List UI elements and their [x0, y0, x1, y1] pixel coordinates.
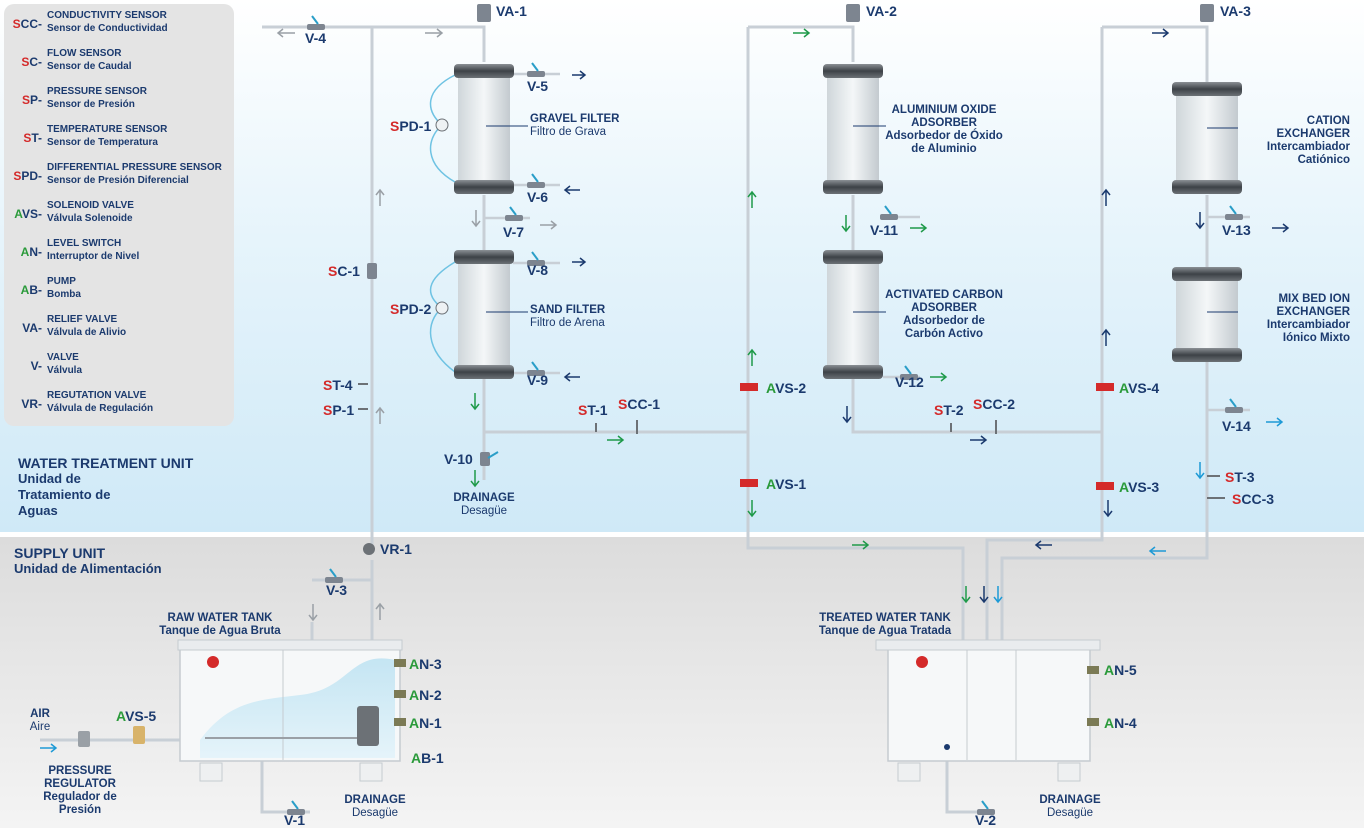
tag-v12: V-12	[895, 374, 924, 390]
tag-v7: V-7	[503, 224, 525, 240]
tag-st3: ST-3	[1225, 469, 1255, 485]
tag-st1: ST-1	[578, 402, 608, 418]
pipe-mix-out	[1000, 360, 1209, 640]
tag-v4: V-4	[305, 30, 327, 46]
valve-handles	[291, 15, 1237, 810]
tag-v5: V-5	[527, 78, 549, 94]
tag-v10: V-10	[444, 451, 473, 467]
solenoid-valves	[78, 383, 1114, 747]
tag-an2: AN-2	[409, 687, 442, 703]
column-gravel-filter	[454, 64, 514, 194]
tag-v6: V-6	[527, 189, 549, 205]
pipe-top-3	[1102, 25, 1209, 82]
tag-avs3: AVS-3	[1119, 479, 1160, 495]
tag-v14: V-14	[1222, 418, 1251, 434]
tag-sc1: SC-1	[328, 263, 360, 279]
tag-scc2: SCC-2	[973, 396, 1016, 412]
flow-arrows	[40, 28, 1290, 753]
column-sand-filter	[454, 250, 514, 379]
column-cation-exchanger	[1172, 82, 1242, 194]
pipes	[40, 25, 1209, 814]
tag-scc3: SCC-3	[1232, 491, 1275, 507]
tag-sp1: SP-1	[323, 402, 355, 418]
tag-avs5: AVS-5	[116, 708, 157, 724]
pipe-drain-1	[260, 760, 310, 814]
tag-avs4: AVS-4	[1119, 380, 1160, 396]
column-carbon-adsorber	[823, 250, 883, 379]
tag-va2: VA-2	[866, 3, 897, 19]
tag-an1: AN-1	[409, 715, 442, 731]
treated-water-tank	[875, 639, 1101, 782]
tag-scc1: SCC-1	[618, 396, 661, 412]
pipe-right-loop	[985, 27, 1104, 640]
pipe-drain-2	[945, 748, 985, 814]
pipe-top-2	[748, 25, 855, 62]
tag-avs1: AVS-1	[766, 476, 807, 492]
tag-v1: V-1	[284, 812, 306, 828]
tag-an3: AN-3	[409, 656, 442, 672]
pipe-top-1	[262, 25, 486, 62]
tag-st4: ST-4	[323, 377, 353, 393]
section-separator	[0, 532, 1364, 537]
tag-v13: V-13	[1222, 222, 1251, 238]
valve-symbols	[287, 4, 1243, 815]
pipe-carbon-out	[851, 378, 1102, 434]
tag-an4: AN-4	[1104, 715, 1137, 731]
tag-va3: VA-3	[1220, 3, 1251, 19]
tag-va1: VA-1	[496, 3, 527, 19]
column-alox-adsorber	[823, 64, 883, 194]
tag-an5: AN-5	[1104, 662, 1137, 678]
pipe-left-loop	[746, 27, 965, 640]
tag-spd1: SPD-1	[390, 118, 432, 134]
tag-v2: V-2	[975, 812, 997, 828]
tag-vr1: VR-1	[380, 541, 412, 557]
tag-v11: V-11	[870, 222, 899, 238]
tag-avs2: AVS-2	[766, 380, 807, 396]
tag-st2: ST-2	[934, 402, 964, 418]
raw-water-tank	[177, 639, 403, 782]
column-mixbed-exchanger	[1172, 267, 1242, 362]
tag-v9: V-9	[527, 372, 549, 388]
tag-v3: V-3	[326, 582, 348, 598]
tag-ab1: AB-1	[411, 750, 444, 766]
tag-spd2: SPD-2	[390, 301, 432, 317]
tag-v8: V-8	[527, 262, 549, 278]
